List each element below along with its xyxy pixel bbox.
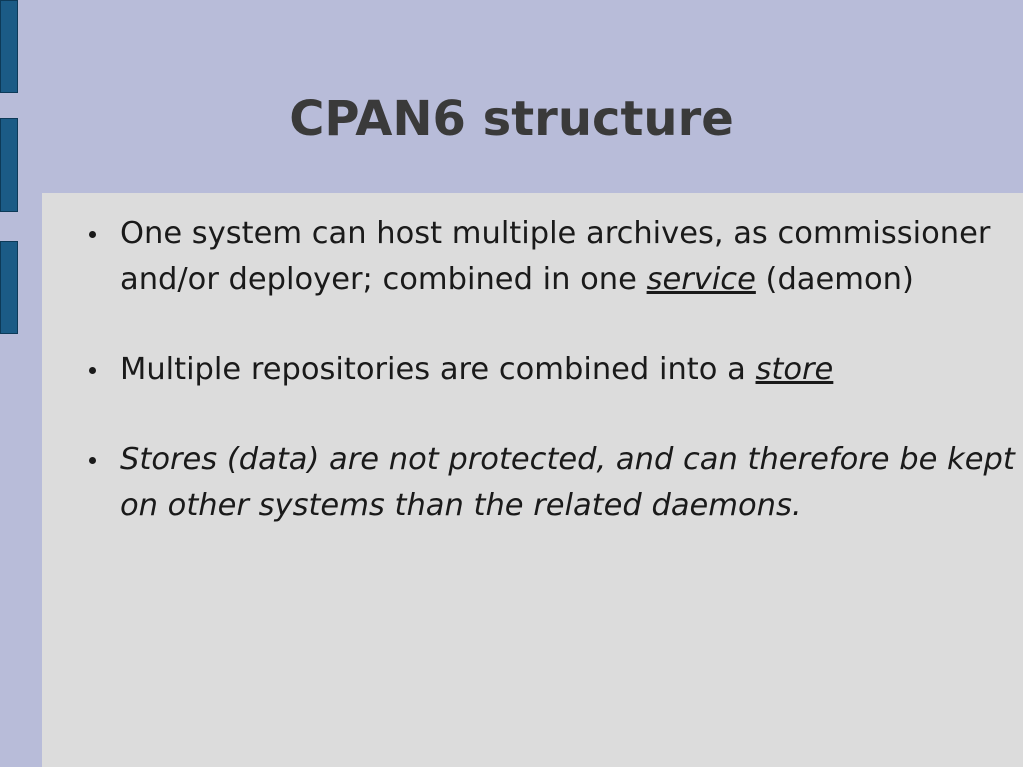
bullet-dot-icon xyxy=(89,457,96,464)
slide-content-area: One system can host multiple archives, a… xyxy=(42,193,1023,767)
side-decoration-bar xyxy=(0,241,18,334)
term-service: service xyxy=(646,262,756,297)
bullet-text: One system can host multiple archives, a… xyxy=(120,216,991,297)
side-decoration-bar xyxy=(0,118,18,212)
bullet-text: Multiple repositories are combined into … xyxy=(120,352,756,387)
bullet-text: Stores (data) are not protected, and can… xyxy=(120,442,1015,523)
bullet-item: Stores (data) are not protected, and can… xyxy=(42,437,1023,529)
bullet-text: (daemon) xyxy=(755,262,914,297)
slide-title: CPAN6 structure xyxy=(289,91,734,147)
side-decoration-bar xyxy=(0,0,18,93)
term-store: store xyxy=(755,352,834,387)
bullet-dot-icon xyxy=(89,231,96,238)
bullet-item: Multiple repositories are combined into … xyxy=(42,347,1023,393)
bullet-item: One system can host multiple archives, a… xyxy=(42,211,1023,303)
bullet-list: One system can host multiple archives, a… xyxy=(42,211,1023,573)
bullet-dot-icon xyxy=(89,367,96,374)
